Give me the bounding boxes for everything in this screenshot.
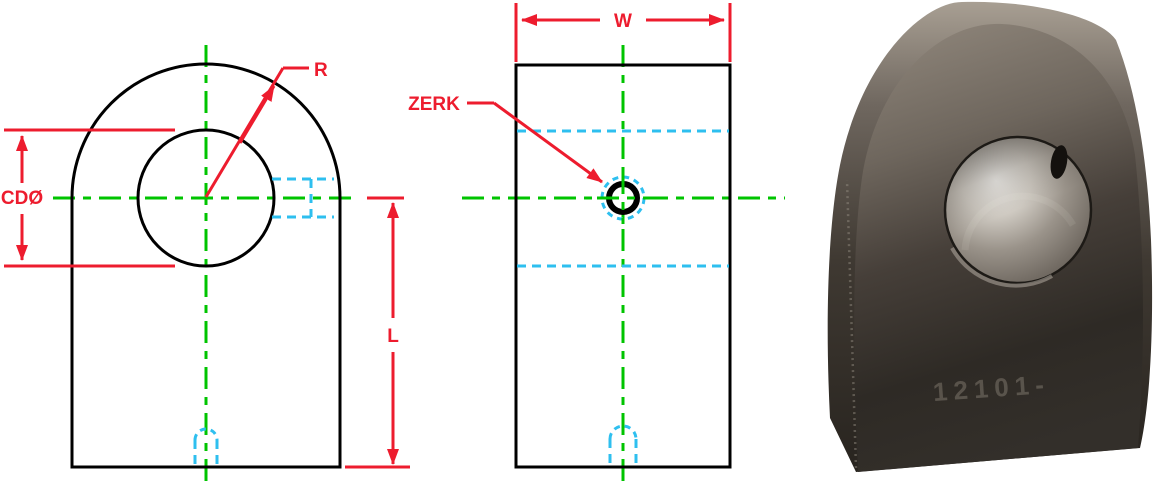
steel-lug-part: 12101- — [827, 1, 1153, 473]
weld-seam-edge — [845, 179, 858, 469]
zerk-hole-opening — [1050, 145, 1068, 179]
part-photo: 12101- — [827, 1, 1153, 473]
label-l: L — [387, 326, 399, 347]
bore-rim-highlight — [950, 247, 1053, 288]
dimension-l: L — [345, 196, 410, 469]
front-view: CDØ R L — [1, 45, 410, 482]
zerk-fitting — [597, 172, 649, 224]
front-hidden-zerk-hole — [272, 177, 334, 219]
label-zerk: ZERK — [408, 94, 460, 115]
dimension-cd: CDØ — [1, 128, 175, 268]
side-view: W ZERK — [408, 3, 785, 482]
side-body-outline — [514, 63, 732, 469]
r-arrow — [238, 85, 276, 144]
hidden-arc-top — [608, 424, 638, 440]
hidden-arc-top — [193, 427, 219, 441]
dimension-r: R — [204, 60, 328, 198]
dimension-w: W — [514, 3, 732, 62]
side-hidden-bottom-hole — [608, 424, 638, 466]
label-w: W — [614, 11, 632, 32]
zerk-leader-arrow — [493, 101, 603, 184]
bore-rim — [943, 135, 1093, 285]
label-cd: CDØ — [1, 188, 43, 209]
machining-streak — [961, 192, 1077, 251]
front-hidden-bottom-hole — [193, 427, 219, 466]
front-center-hole — [136, 128, 276, 268]
callout-zerk: ZERK — [408, 94, 603, 184]
bore-hole — [943, 135, 1093, 288]
label-r: R — [314, 60, 328, 81]
technical-drawing: CDØ R L — [1, 3, 785, 482]
front-lug-outline — [70, 62, 342, 469]
